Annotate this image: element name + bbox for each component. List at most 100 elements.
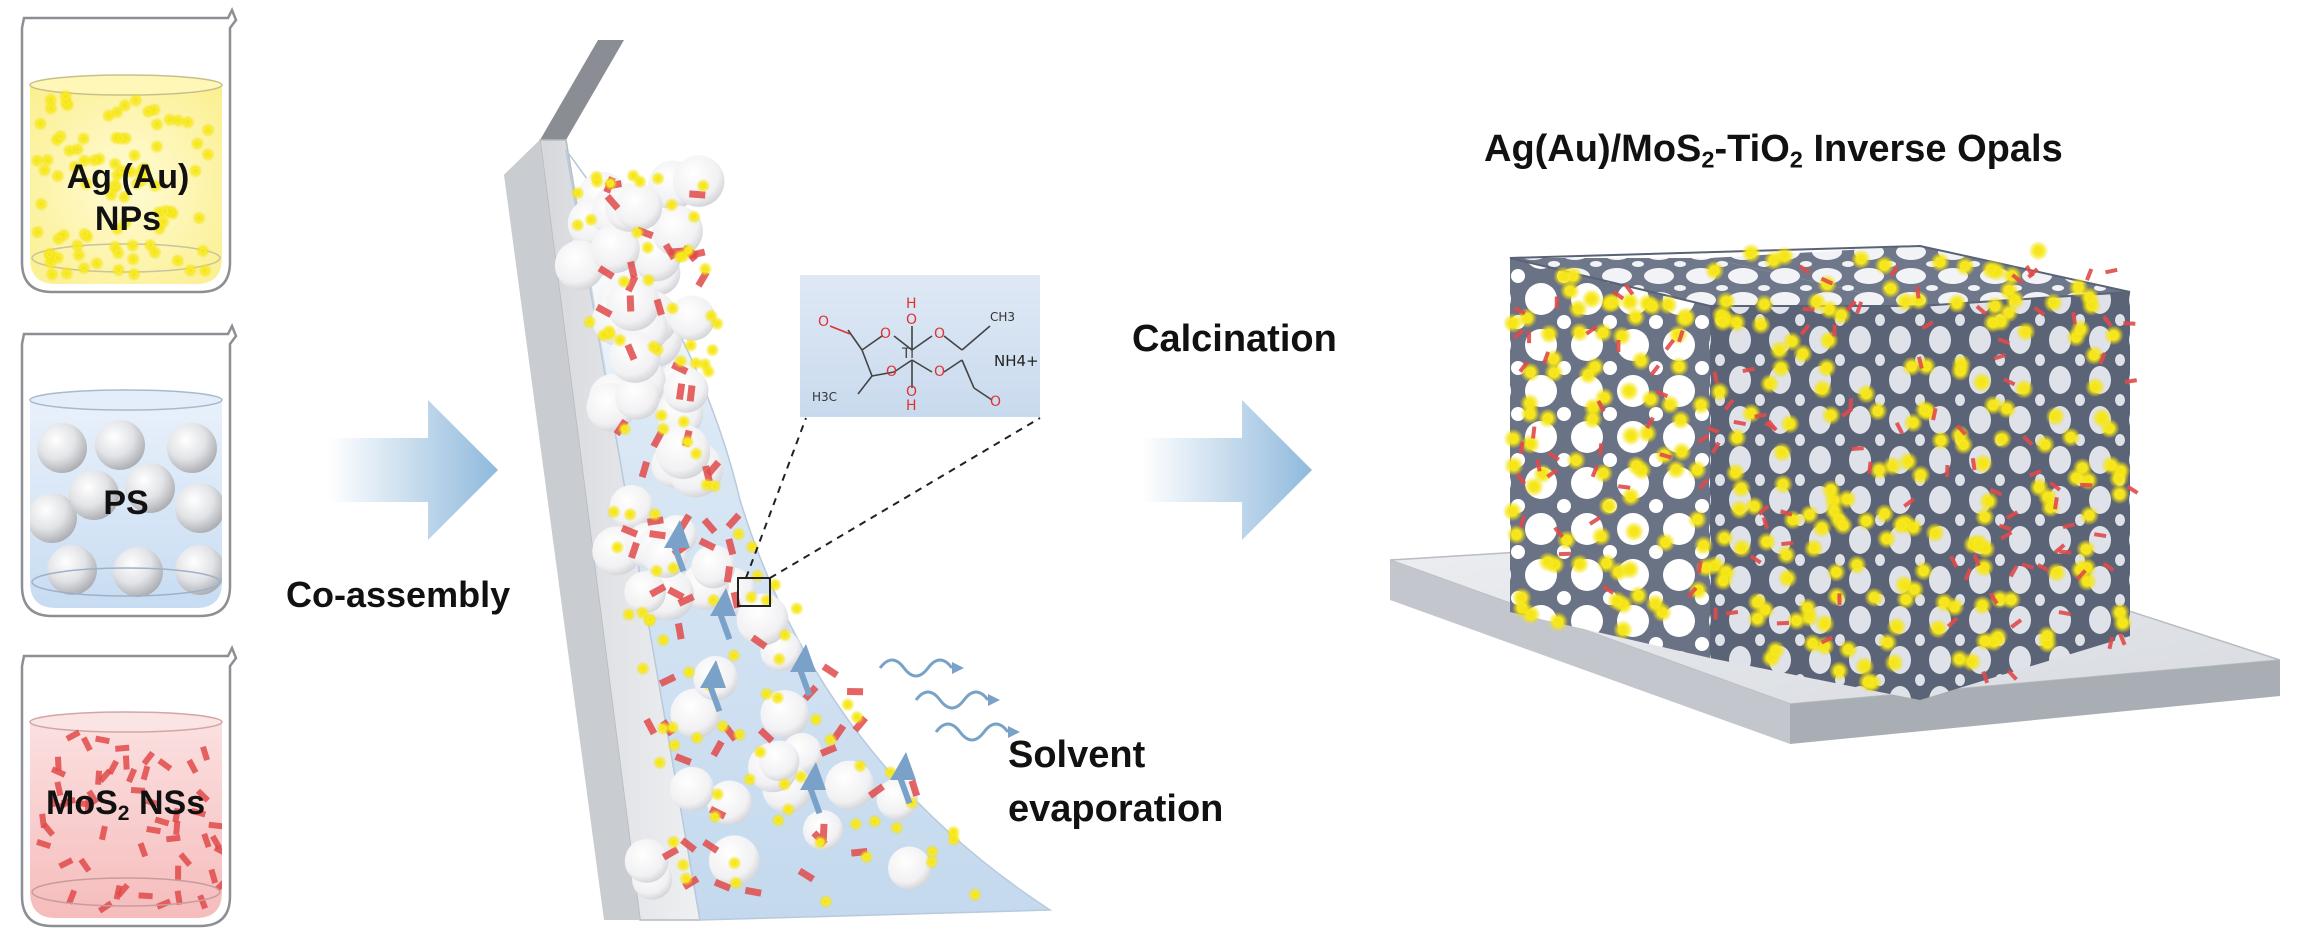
mos2-flake	[75, 799, 91, 808]
mos2-label-sub: 2	[117, 801, 130, 825]
mos2-label-post: NSs	[129, 784, 206, 822]
mol-h3c: H3C	[812, 390, 838, 404]
slide-sphere	[615, 183, 663, 231]
opal-flake	[1711, 441, 1721, 455]
slide-np-dot-core	[748, 594, 754, 600]
opal-np-dot-core	[1785, 419, 1794, 428]
opal-np-dot-core	[1747, 249, 1756, 258]
opal-np-dot-core	[1625, 387, 1634, 396]
np-dot-core	[139, 178, 144, 183]
opal-np-dot-core	[1512, 530, 1521, 539]
np-dot-core	[92, 158, 97, 163]
slide-sphere	[663, 367, 709, 413]
mos2-flake	[178, 852, 193, 867]
opal-np-dot-core	[1934, 624, 1943, 633]
slide-np-dot-core	[715, 791, 721, 797]
np-dot-core	[116, 267, 121, 273]
np-label-line1: Ag (Au)	[66, 158, 190, 196]
mos2-flake	[99, 825, 108, 841]
slide-np-dot-core	[670, 725, 676, 730]
opal-flake	[1799, 323, 1811, 336]
mol-ti: Ti	[902, 346, 915, 362]
opal-np-dot-core	[1526, 440, 1535, 449]
slide-sphere	[876, 778, 918, 820]
opal-flake	[2102, 315, 2113, 328]
mos2-flake	[48, 792, 57, 808]
slide-flake	[643, 717, 658, 736]
mol-ch3: CH3	[990, 310, 1016, 324]
opal-flake	[2098, 352, 2107, 365]
opal-flake	[2085, 268, 2094, 281]
opal-np-dot-core	[1697, 400, 1706, 409]
slide-sphere	[609, 485, 654, 529]
beaker-np	[20, 6, 238, 294]
mol-o-right-bottom: O	[934, 364, 946, 380]
opal-flake	[1945, 465, 1950, 478]
opal-np-dot-core	[1862, 389, 1871, 398]
opal-np-dot-core	[2004, 286, 2013, 295]
opal-np-dot-core	[1526, 610, 1535, 619]
opal-flake	[2011, 273, 2024, 285]
np-dot-core	[154, 122, 160, 127]
opal-flake	[1851, 446, 1864, 452]
opal-flake	[2075, 569, 2087, 581]
opal-np-dot-core	[1824, 336, 1833, 345]
slide-np-dot-core	[607, 181, 613, 186]
mos2-flake	[190, 807, 207, 818]
opal-np-dot-core	[1545, 329, 1554, 338]
np-dot-core	[195, 141, 200, 146]
opal-np-dot-core	[1627, 431, 1636, 440]
opal-flake	[1664, 338, 1676, 351]
slide-np-dot-core	[688, 342, 694, 348]
opal-np-dot-core	[1812, 298, 1821, 307]
np-dot-core	[81, 136, 86, 141]
mos2-flake	[138, 892, 153, 900]
mos2-flake	[166, 834, 181, 843]
np-dot-core	[202, 268, 208, 273]
opal-np-dot-core	[1719, 576, 1728, 585]
mos2-flake	[126, 767, 138, 784]
slide-sphere	[669, 295, 715, 341]
mos2-flake	[97, 900, 113, 914]
slide-np-dot-core	[782, 632, 788, 638]
mos2-flake	[95, 735, 110, 745]
slide-np-dot-core	[671, 565, 676, 571]
product-title: Ag(Au)/MoS2-TiO2 Inverse Opals	[1484, 128, 2063, 174]
np-dot-core	[175, 258, 180, 263]
opal-np-dot-core	[1901, 595, 1910, 604]
opal-np-dot-core	[1920, 405, 1929, 414]
opal-np-dot-core	[1904, 457, 1913, 466]
np-dot-core	[82, 158, 87, 163]
opal-flake	[1696, 560, 1703, 574]
opal-flake	[1542, 351, 1550, 364]
np-dot-core	[67, 148, 72, 153]
opal-np-dot-core	[1682, 312, 1691, 321]
np-dot-core	[109, 192, 114, 198]
np-label-line2: NPs	[94, 200, 162, 238]
opal-np-dot-core	[1844, 645, 1853, 654]
opal-flake	[1713, 607, 1718, 620]
opal-flake	[2000, 530, 2013, 541]
opal-flake	[1855, 301, 1864, 314]
opal-np-dot-core	[1722, 297, 1731, 306]
opal-np-dot-core	[1931, 528, 1940, 537]
opal-np-dot-core	[1543, 557, 1552, 566]
opal-np-dot-core	[1699, 541, 1708, 550]
slide-flake	[847, 687, 864, 696]
opal-np-dot-core	[1852, 560, 1861, 569]
opal-np-dot-core	[1523, 314, 1532, 323]
mol-oh-bottom-o: O	[906, 384, 918, 400]
opal-np-dot-core	[1608, 298, 1617, 307]
np-dot-core	[132, 153, 137, 158]
slide-np-dot-core	[684, 439, 690, 445]
opal-np-dot-core	[1508, 507, 1517, 516]
mos2-flake	[81, 736, 93, 752]
slide-np-dot-core	[669, 202, 675, 208]
opal-flake	[1733, 419, 1747, 427]
opal-np-dot-core	[1909, 418, 1918, 427]
mos2-label: MoS2 NSs	[46, 784, 205, 826]
ps-spheres	[30, 420, 222, 597]
calcination-label: Calcination	[1132, 318, 1337, 360]
slide-flake	[674, 622, 685, 640]
np-dot-core	[196, 215, 202, 221]
